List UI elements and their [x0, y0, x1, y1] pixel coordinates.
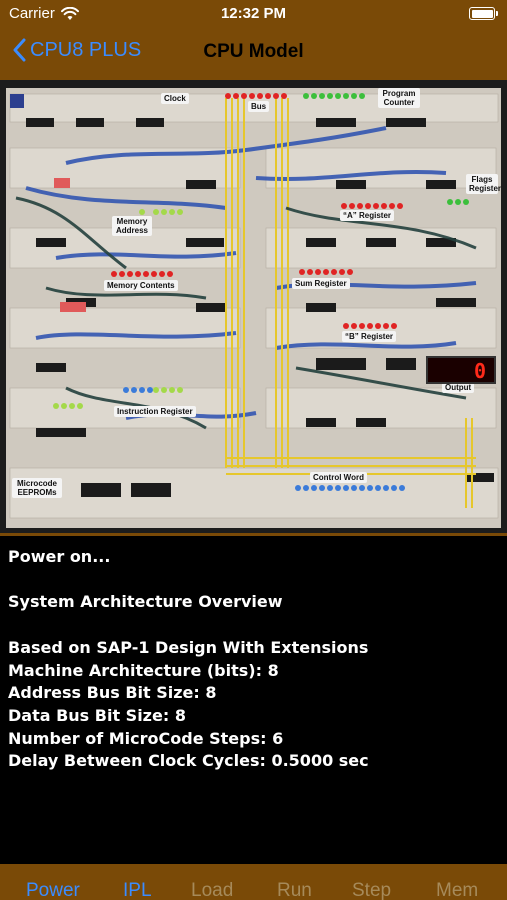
- tab-power[interactable]: Power: [26, 880, 80, 900]
- carrier-info: Carrier: [9, 5, 79, 22]
- console-line: Machine Architecture (bits): 8: [8, 660, 279, 680]
- back-button[interactable]: CPU8 PLUS: [12, 38, 141, 62]
- tab-run[interactable]: Run: [277, 880, 312, 900]
- console-line: [8, 569, 500, 592]
- back-button-label: CPU8 PLUS: [30, 38, 142, 61]
- instruction-register-label: Instruction Register: [114, 406, 196, 417]
- breadboard-artwork: [9, 93, 499, 519]
- page-title: CPU Model: [203, 41, 304, 62]
- console-line: Number of MicroCode Steps: 6: [8, 728, 284, 748]
- clock-label: Clock: [161, 93, 189, 104]
- output-digit: 0: [473, 359, 486, 383]
- console-line: [8, 614, 500, 637]
- wifi-icon: [60, 6, 79, 20]
- memory-contents-label: Memory Contents: [104, 280, 178, 291]
- status-time: 12:32 PM: [220, 5, 287, 22]
- a-register-label: “A” Register: [340, 210, 395, 221]
- chevron-left-icon: [13, 38, 26, 62]
- microcode-eeproms-label: Microcode EEPROMs: [12, 478, 62, 498]
- flags-register-label: Flags Register: [466, 174, 501, 194]
- console-line: Power on...: [8, 547, 111, 566]
- tab-step[interactable]: Step: [352, 880, 392, 900]
- tab-mem[interactable]: Mem: [436, 880, 479, 900]
- cpu-model-image: Clock Bus Program Counter Flags Register…: [0, 80, 507, 536]
- tab-load[interactable]: Load: [191, 880, 234, 900]
- b-register-label: “B” Register: [342, 331, 397, 342]
- top-bar-background: Carrier 12:32 PM CPU8 PLUS CPU Model: [0, 0, 507, 80]
- breadboard-photo: Clock Bus Program Counter Flags Register…: [6, 88, 501, 528]
- console-line: System Architecture Overview: [8, 592, 283, 612]
- navigation-bar: CPU8 PLUS CPU Model: [0, 28, 507, 80]
- battery-icon: [469, 7, 498, 20]
- output-label: Output: [442, 382, 475, 393]
- console-output: Power on... System Architecture Overview…: [8, 546, 500, 773]
- output-display: 0: [426, 356, 496, 384]
- tab-bar: Power IPL Load Run Step Mem: [0, 864, 507, 900]
- tab-ipl[interactable]: IPL: [123, 880, 152, 900]
- divider: [0, 533, 507, 536]
- sum-register-label: Sum Register: [292, 278, 350, 289]
- control-word-label: Control Word: [310, 472, 367, 483]
- carrier-label: Carrier: [9, 5, 55, 22]
- bus-label: Bus: [248, 101, 270, 112]
- console-line: Address Bus Bit Size: 8: [8, 683, 217, 703]
- console-line: Delay Between Clock Cycles: 0.5000 sec: [8, 751, 369, 771]
- status-bar: Carrier 12:32 PM: [0, 0, 507, 28]
- program-counter-label: Program Counter: [378, 88, 420, 108]
- console-line: Data Bus Bit Size: 8: [8, 705, 186, 725]
- memory-address-label: Memory Address: [112, 216, 152, 236]
- console-line: Based on SAP-1 Design With Extensions: [8, 637, 369, 657]
